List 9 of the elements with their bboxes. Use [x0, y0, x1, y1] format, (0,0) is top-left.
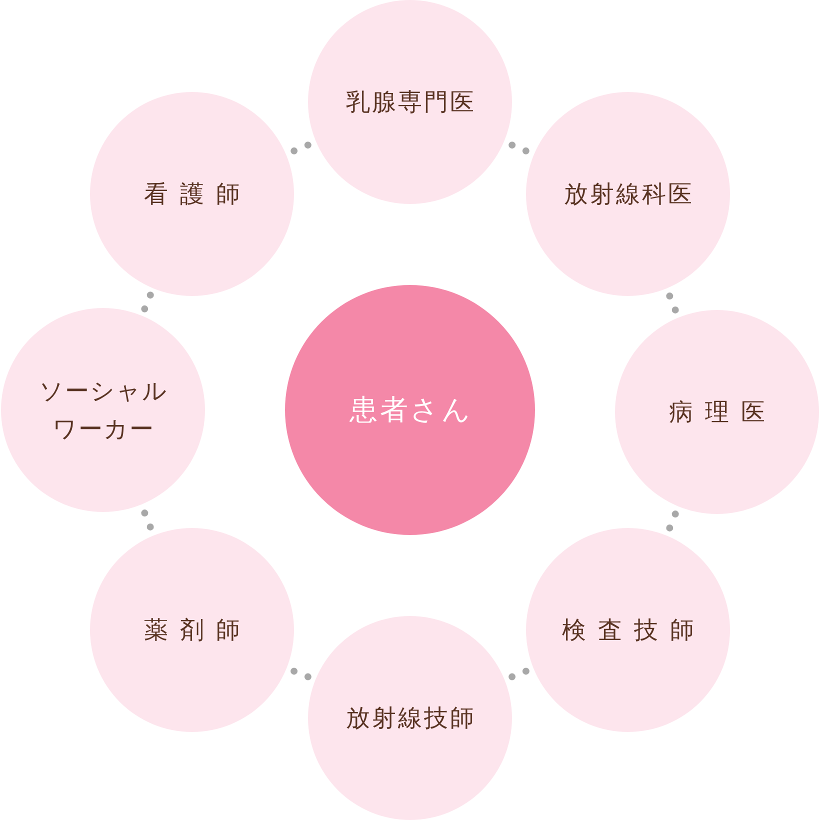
node-label: 放射線科医 [563, 178, 694, 210]
node-label: 看護師 [143, 178, 252, 210]
node-label: 検査技師 [561, 614, 706, 646]
node-label: 乳腺専門医 [345, 86, 476, 118]
node-label: 薬剤師 [143, 614, 252, 646]
node-label: 病理医 [668, 396, 777, 428]
node-label: 患者さん [348, 392, 473, 428]
node-label: 放射線技師 [345, 702, 476, 734]
node-label: ソーシャルワーカー [38, 376, 169, 445]
